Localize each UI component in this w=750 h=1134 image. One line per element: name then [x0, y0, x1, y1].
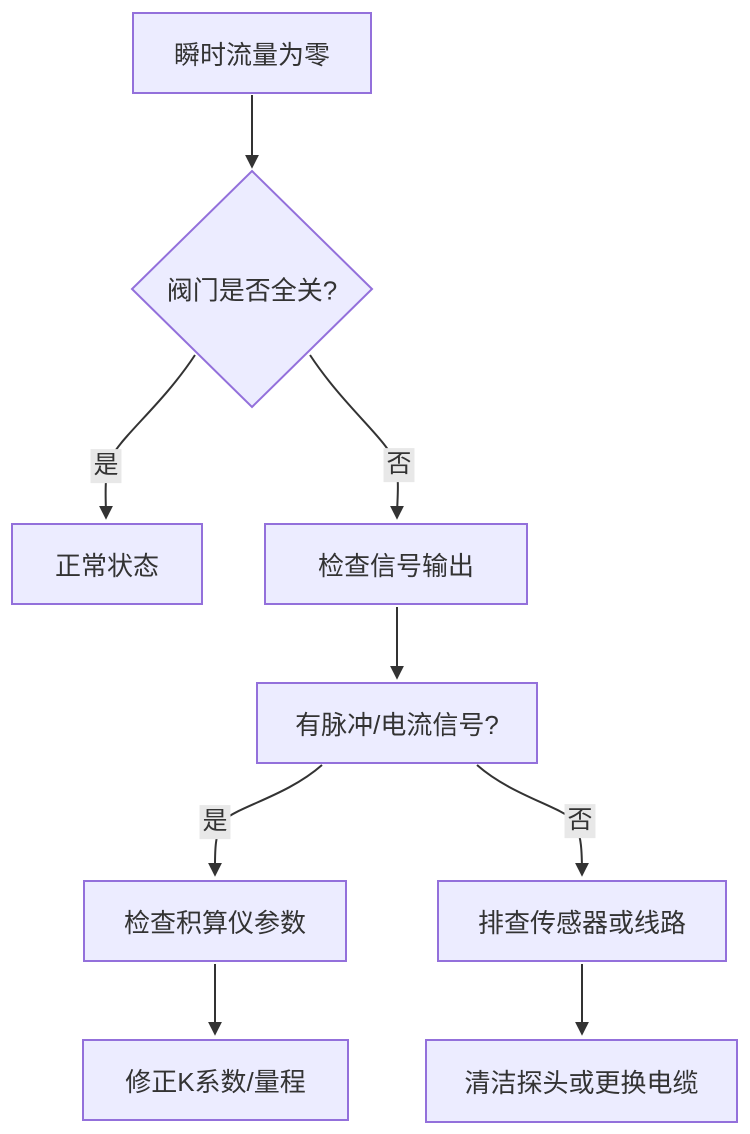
node-signal-question: 有脉冲/电流信号? — [256, 682, 538, 764]
node-start-label: 瞬时流量为零 — [173, 39, 330, 70]
node-clean-probe-label: 清洁探头或更换电缆 — [464, 1067, 699, 1098]
node-check-sensor: 排查传感器或线路 — [437, 880, 727, 962]
edge-label-signal-yes: 是 — [199, 805, 231, 839]
edge-valve-no-to-check-signal — [309, 354, 405, 520]
node-check-signal: 检查信号输出 — [264, 523, 528, 605]
edge-label-valve-yes: 是 — [90, 449, 122, 483]
node-signal-question-label: 有脉冲/电流信号? — [295, 709, 499, 740]
node-fix-k: 修正K系数/量程 — [82, 1039, 349, 1121]
edge-valve-yes-to-normal — [98, 354, 196, 520]
node-check-sensor-label: 排查传感器或线路 — [477, 907, 686, 938]
node-start: 瞬时流量为零 — [132, 12, 372, 94]
node-check-totalizer-label: 检查积算仪参数 — [123, 907, 306, 938]
node-normal: 正常状态 — [11, 523, 203, 605]
decision-diamond-valve — [130, 169, 374, 409]
node-check-totalizer: 检查积算仪参数 — [83, 880, 347, 962]
edge-label-signal-no: 否 — [564, 804, 596, 838]
edge-label-valve-no: 否 — [383, 448, 415, 482]
node-fix-k-label: 修正K系数/量程 — [125, 1066, 306, 1097]
edge-signal-yes-to-check-totalizer — [207, 764, 323, 877]
node-valve-question-label: 阀门是否全关? — [166, 275, 338, 306]
node-clean-probe: 清洁探头或更换电缆 — [425, 1039, 738, 1123]
node-normal-label: 正常状态 — [54, 550, 159, 581]
node-check-signal-label: 检查信号输出 — [317, 550, 474, 581]
